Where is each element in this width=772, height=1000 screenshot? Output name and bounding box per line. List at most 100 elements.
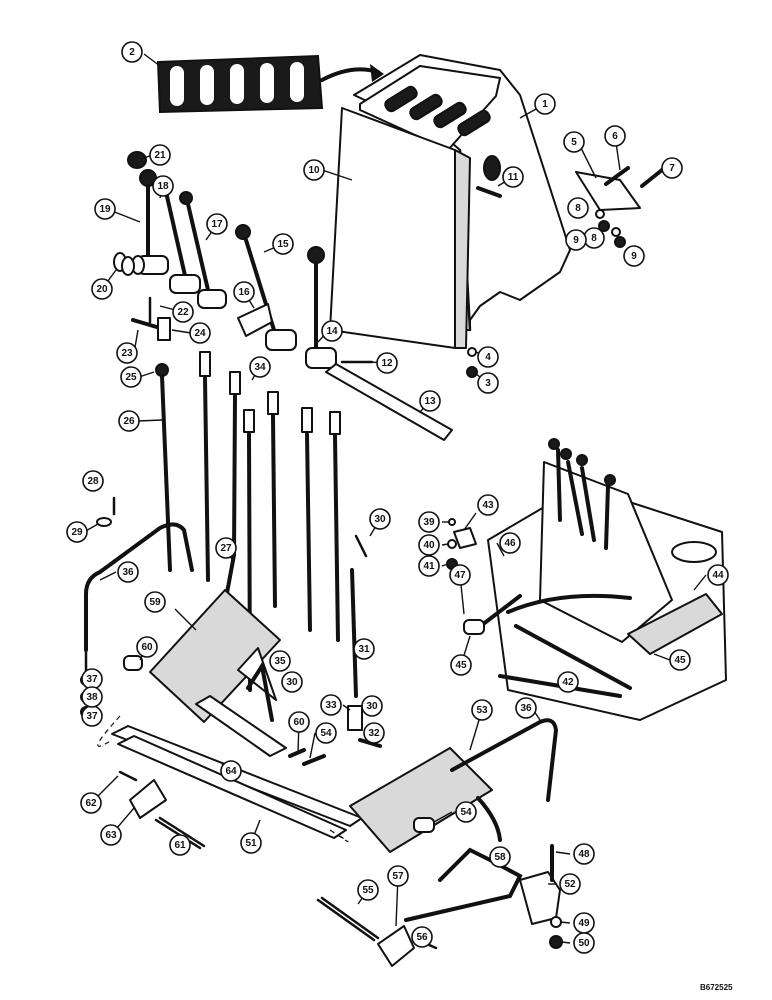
callout-circle bbox=[117, 561, 139, 583]
callout-label: 24 bbox=[194, 328, 206, 339]
callout-circle bbox=[144, 591, 166, 613]
callout-c52: 52 bbox=[559, 873, 581, 895]
callout-c22: 22 bbox=[172, 301, 194, 323]
nut-part-3 bbox=[466, 366, 478, 378]
callout-label: 50 bbox=[578, 938, 590, 949]
callout-c27: 27 bbox=[215, 537, 237, 559]
callout-c3: 3 bbox=[477, 372, 499, 394]
callout-c30c: 30 bbox=[361, 695, 383, 717]
callout-c9b: 9 bbox=[623, 245, 645, 267]
callout-circle bbox=[489, 846, 511, 868]
callout-label: 53 bbox=[476, 705, 488, 716]
pedal-part-59 bbox=[149, 589, 281, 723]
callout-label: 37 bbox=[86, 674, 98, 685]
callout-label: 34 bbox=[254, 362, 266, 373]
callout-circle bbox=[565, 229, 587, 251]
callout-circle bbox=[94, 198, 116, 220]
rod-part-30-bend bbox=[246, 660, 274, 722]
callout-circle bbox=[418, 555, 440, 577]
callout-circle bbox=[100, 824, 122, 846]
callout-c47: 47 bbox=[449, 564, 471, 586]
callout-label: 40 bbox=[423, 540, 435, 551]
callout-c53: 53 bbox=[471, 699, 493, 721]
pin-part-62 bbox=[118, 770, 138, 782]
callout-c16: 16 bbox=[233, 281, 255, 303]
bracket-part-5 bbox=[575, 171, 641, 211]
callout-label: 62 bbox=[85, 798, 97, 809]
callout-circle bbox=[288, 711, 310, 733]
callout-label: 57 bbox=[392, 871, 404, 882]
callout-circle bbox=[169, 834, 191, 856]
callout-c17: 17 bbox=[206, 213, 228, 235]
callout-circle bbox=[534, 93, 556, 115]
fitting-part-43 bbox=[453, 527, 477, 549]
callout-label: 20 bbox=[96, 284, 108, 295]
callout-label: 38 bbox=[86, 692, 98, 703]
callout-c45: 45 bbox=[450, 654, 472, 676]
callout-circle bbox=[450, 654, 472, 676]
callout-c50: 50 bbox=[573, 932, 595, 954]
callout-label: 49 bbox=[578, 918, 590, 929]
callout-circle bbox=[116, 342, 138, 364]
decal-arrow bbox=[320, 67, 380, 82]
callout-circle bbox=[269, 650, 291, 672]
lever-part-14 bbox=[305, 246, 337, 369]
decal-part-2 bbox=[156, 54, 324, 114]
callout-circle bbox=[357, 879, 379, 901]
callout-circle bbox=[303, 159, 325, 181]
callout-label: 4 bbox=[485, 352, 491, 363]
callout-label: 13 bbox=[424, 396, 436, 407]
callout-circle bbox=[215, 537, 237, 559]
callout-c20: 20 bbox=[91, 278, 113, 300]
callout-circle bbox=[240, 832, 262, 854]
callout-c45b: 45 bbox=[669, 649, 691, 671]
callout-circle bbox=[320, 694, 342, 716]
callout-label: 56 bbox=[416, 932, 428, 943]
callout-c21: 21 bbox=[149, 144, 171, 166]
callout-label: 19 bbox=[99, 204, 111, 215]
callout-label: 16 bbox=[238, 287, 250, 298]
callout-c44: 44 bbox=[707, 564, 729, 586]
callout-c39: 39 bbox=[418, 511, 440, 533]
callout-label: 14 bbox=[326, 326, 338, 337]
callout-c51: 51 bbox=[240, 832, 262, 854]
callout-c15: 15 bbox=[272, 233, 294, 255]
spring-part-61 bbox=[154, 816, 206, 850]
callout-circle bbox=[411, 926, 433, 948]
callout-label: 45 bbox=[455, 660, 467, 671]
callout-circle bbox=[418, 511, 440, 533]
callout-c6: 6 bbox=[604, 125, 626, 147]
callout-c30: 30 bbox=[369, 508, 391, 530]
callout-c30b: 30 bbox=[281, 671, 303, 693]
callout-c34: 34 bbox=[249, 356, 271, 378]
callout-c40: 40 bbox=[418, 534, 440, 556]
callout-circle bbox=[477, 372, 499, 394]
callout-c29: 29 bbox=[66, 521, 88, 543]
callout-c64: 64 bbox=[220, 760, 242, 782]
callout-label: 11 bbox=[508, 172, 519, 183]
callout-c25: 25 bbox=[120, 366, 142, 388]
callout-label: 30 bbox=[374, 514, 386, 525]
callout-label: 2 bbox=[129, 47, 135, 58]
callout-circle bbox=[172, 301, 194, 323]
washer-part-4 bbox=[467, 347, 477, 357]
callout-label: 27 bbox=[220, 543, 232, 554]
clevis-part-24 bbox=[157, 317, 171, 341]
washer-part-40 bbox=[447, 539, 457, 549]
callout-c36: 36 bbox=[117, 561, 139, 583]
callout-circle bbox=[206, 213, 228, 235]
callout-circle bbox=[661, 157, 683, 179]
callout-label: 45 bbox=[674, 655, 686, 666]
callout-circle bbox=[557, 671, 579, 693]
callout-c49: 49 bbox=[573, 912, 595, 934]
callout-circle bbox=[559, 873, 581, 895]
callout-c11: 11 bbox=[502, 166, 524, 188]
callout-c28: 28 bbox=[82, 470, 104, 492]
washer-part-49 bbox=[550, 916, 562, 928]
callout-label: 39 bbox=[423, 517, 435, 528]
callout-circle bbox=[189, 322, 211, 344]
bracket-part-16 bbox=[237, 303, 273, 337]
pin-part-60b bbox=[288, 748, 306, 758]
callout-circle bbox=[449, 564, 471, 586]
